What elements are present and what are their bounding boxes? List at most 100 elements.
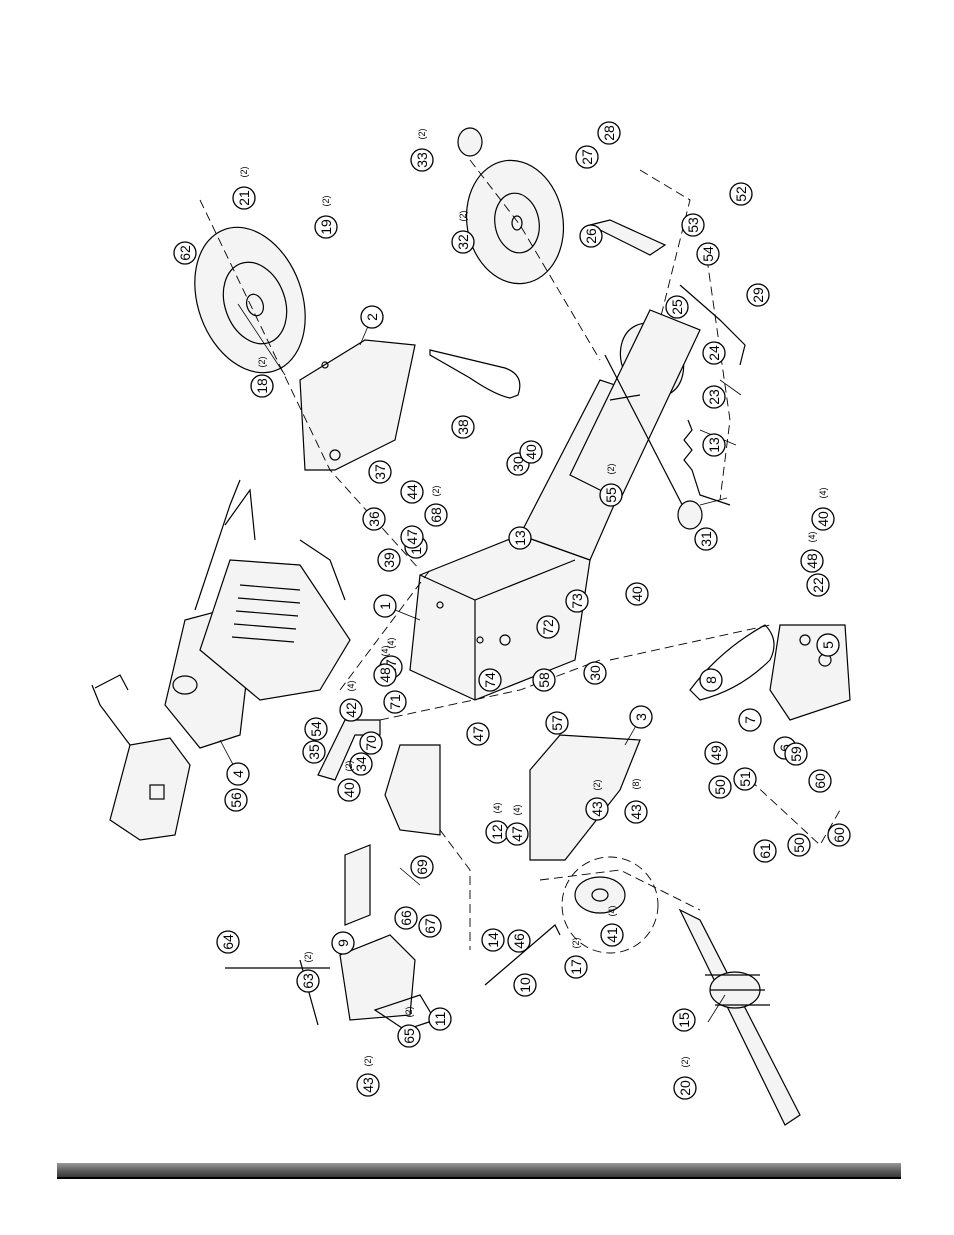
callout-balloon: [532, 668, 556, 692]
callout-15: 15: [672, 1008, 696, 1032]
callout-balloon: [733, 767, 757, 791]
callout-balloon: [704, 741, 728, 765]
callout-balloon: [400, 480, 424, 504]
callout-balloon: [507, 929, 531, 953]
callout-quantity: (2): [606, 463, 616, 474]
callout-quantity: (2): [257, 356, 267, 367]
callout-58: 58: [532, 668, 556, 692]
callout-balloon: [373, 594, 397, 618]
callout-number: 44: [404, 484, 420, 500]
callout-number: 38: [455, 419, 471, 435]
callout-balloon: [536, 615, 560, 639]
callout-number: 33: [414, 152, 430, 168]
callout-balloon: [806, 573, 830, 597]
callout-number: 24: [706, 345, 722, 361]
callout-29: 29: [746, 283, 770, 307]
callout-number: 48: [377, 667, 393, 683]
callout-balloon: [232, 186, 256, 210]
callout-quantity: (2): [404, 1006, 414, 1017]
callout-36: 36: [362, 507, 386, 531]
callout-balloon: [410, 855, 434, 879]
callout-26: 26: [579, 224, 603, 248]
callout-number: 9: [335, 939, 351, 947]
callout-balloon: [545, 711, 569, 735]
callout-balloon: [339, 698, 363, 722]
callout-number: 15: [676, 1012, 692, 1028]
callout-2: 2: [360, 305, 384, 329]
callout-balloon: [314, 215, 338, 239]
callout-balloon: [349, 752, 373, 776]
callout-quantity: (2): [458, 210, 468, 221]
callout-number: 43: [589, 801, 605, 817]
callout-balloon: [702, 341, 726, 365]
callout-number: 74: [482, 672, 498, 688]
callout-46: 46: [507, 929, 531, 953]
callout-number: 51: [737, 771, 753, 787]
callout-quantity: (2): [571, 937, 581, 948]
part-bracket-26: [588, 219, 667, 256]
callout-balloon: [696, 242, 720, 266]
callout-21: 21(2): [232, 166, 256, 210]
callout-72: 72: [536, 615, 560, 639]
callout-number: 40: [341, 782, 357, 798]
callout-number: 28: [601, 125, 617, 141]
callout-31: 31: [694, 527, 718, 551]
callout-48: 48(4): [373, 645, 397, 687]
callout-balloon: [377, 548, 401, 572]
callout-number: 40: [523, 444, 539, 460]
callout-56: 56: [224, 788, 248, 812]
callout-number: 32: [455, 234, 471, 250]
callout-53: 53: [681, 213, 705, 237]
callout-quantity: (2): [431, 485, 441, 496]
footer-bar: [57, 1163, 901, 1177]
callout-23: 23: [702, 385, 726, 409]
callout-38: 38: [451, 415, 475, 439]
part-block-57: [344, 844, 371, 926]
callout-layer: 123456789101112(4)131314151617(2)18(2)19…: [173, 121, 851, 1100]
callout-18: 18(2): [250, 356, 274, 398]
callout-43: 43(2): [585, 779, 609, 821]
callout-quantity: (2): [239, 166, 249, 177]
callout-number: 25: [669, 299, 685, 315]
part-frame: [519, 309, 701, 561]
callout-44: 44: [400, 480, 424, 504]
callout-quantity: (4): [607, 905, 617, 916]
callout-number: 71: [387, 694, 403, 710]
callout-11: 11: [428, 1007, 452, 1031]
callout-balloon: [481, 928, 505, 952]
callout-61: 61: [753, 839, 777, 863]
callout-number: 34: [353, 756, 369, 772]
callout-quantity: (4): [512, 804, 522, 815]
callout-20: 20(2): [673, 1056, 697, 1100]
callout-balloon: [629, 705, 653, 729]
callout-number: 12: [489, 824, 505, 840]
callout-balloon: [564, 955, 588, 979]
callout-number: 70: [363, 735, 379, 751]
callout-24: 24: [702, 341, 726, 365]
callout-42: 42(4): [339, 680, 363, 722]
callout-balloon: [513, 973, 537, 997]
part-handle-shroud: [91, 674, 191, 841]
callout-number: 63: [300, 973, 316, 989]
callout-14: 14: [481, 928, 505, 952]
callout-55: 55(2): [599, 463, 623, 507]
callout-number: 50: [791, 837, 807, 853]
callout-balloon: [672, 1008, 696, 1032]
callout-67: 67: [418, 914, 442, 938]
callout-43: 43(8): [624, 778, 648, 824]
callout-number: 60: [831, 827, 847, 843]
callout-balloon: [394, 906, 418, 930]
callout-4: 4: [226, 762, 250, 786]
callout-number: 17: [568, 959, 584, 975]
callout-balloon: [681, 213, 705, 237]
callout-number: 30: [510, 456, 526, 472]
callout-number: 19: [318, 219, 334, 235]
part-engine: [164, 479, 351, 749]
callout-balloon: [400, 525, 424, 549]
callout-40: 40: [625, 582, 649, 606]
callout-12: 12(4): [485, 802, 509, 844]
callout-balloon: [519, 440, 543, 464]
callout-balloon: [597, 121, 621, 145]
callout-number: 65: [401, 1028, 417, 1044]
callout-number: 2: [364, 313, 380, 321]
